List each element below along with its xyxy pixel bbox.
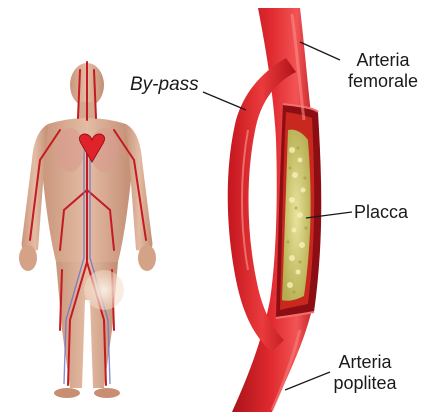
plaque-label: Placca — [354, 202, 408, 223]
bypass-label: By-pass — [130, 74, 199, 95]
bypass-leader-line — [203, 92, 246, 110]
femoral-artery-label-line1: Arteria — [340, 50, 426, 71]
femoral-artery-label-line2: femorale — [340, 71, 426, 92]
popliteal-artery-label-line2: poplitea — [326, 373, 404, 394]
human-body-icon — [19, 62, 156, 398]
highlight-circle-icon — [84, 270, 124, 310]
femoral-artery-label: Arteria femorale — [340, 50, 426, 92]
artery-illustration — [228, 8, 322, 412]
femoral-leader-line — [300, 42, 340, 60]
popliteal-artery-label-line1: Arteria — [326, 352, 404, 373]
popliteal-leader-line — [285, 372, 330, 390]
popliteal-artery-label: Arteria poplitea — [326, 352, 404, 394]
